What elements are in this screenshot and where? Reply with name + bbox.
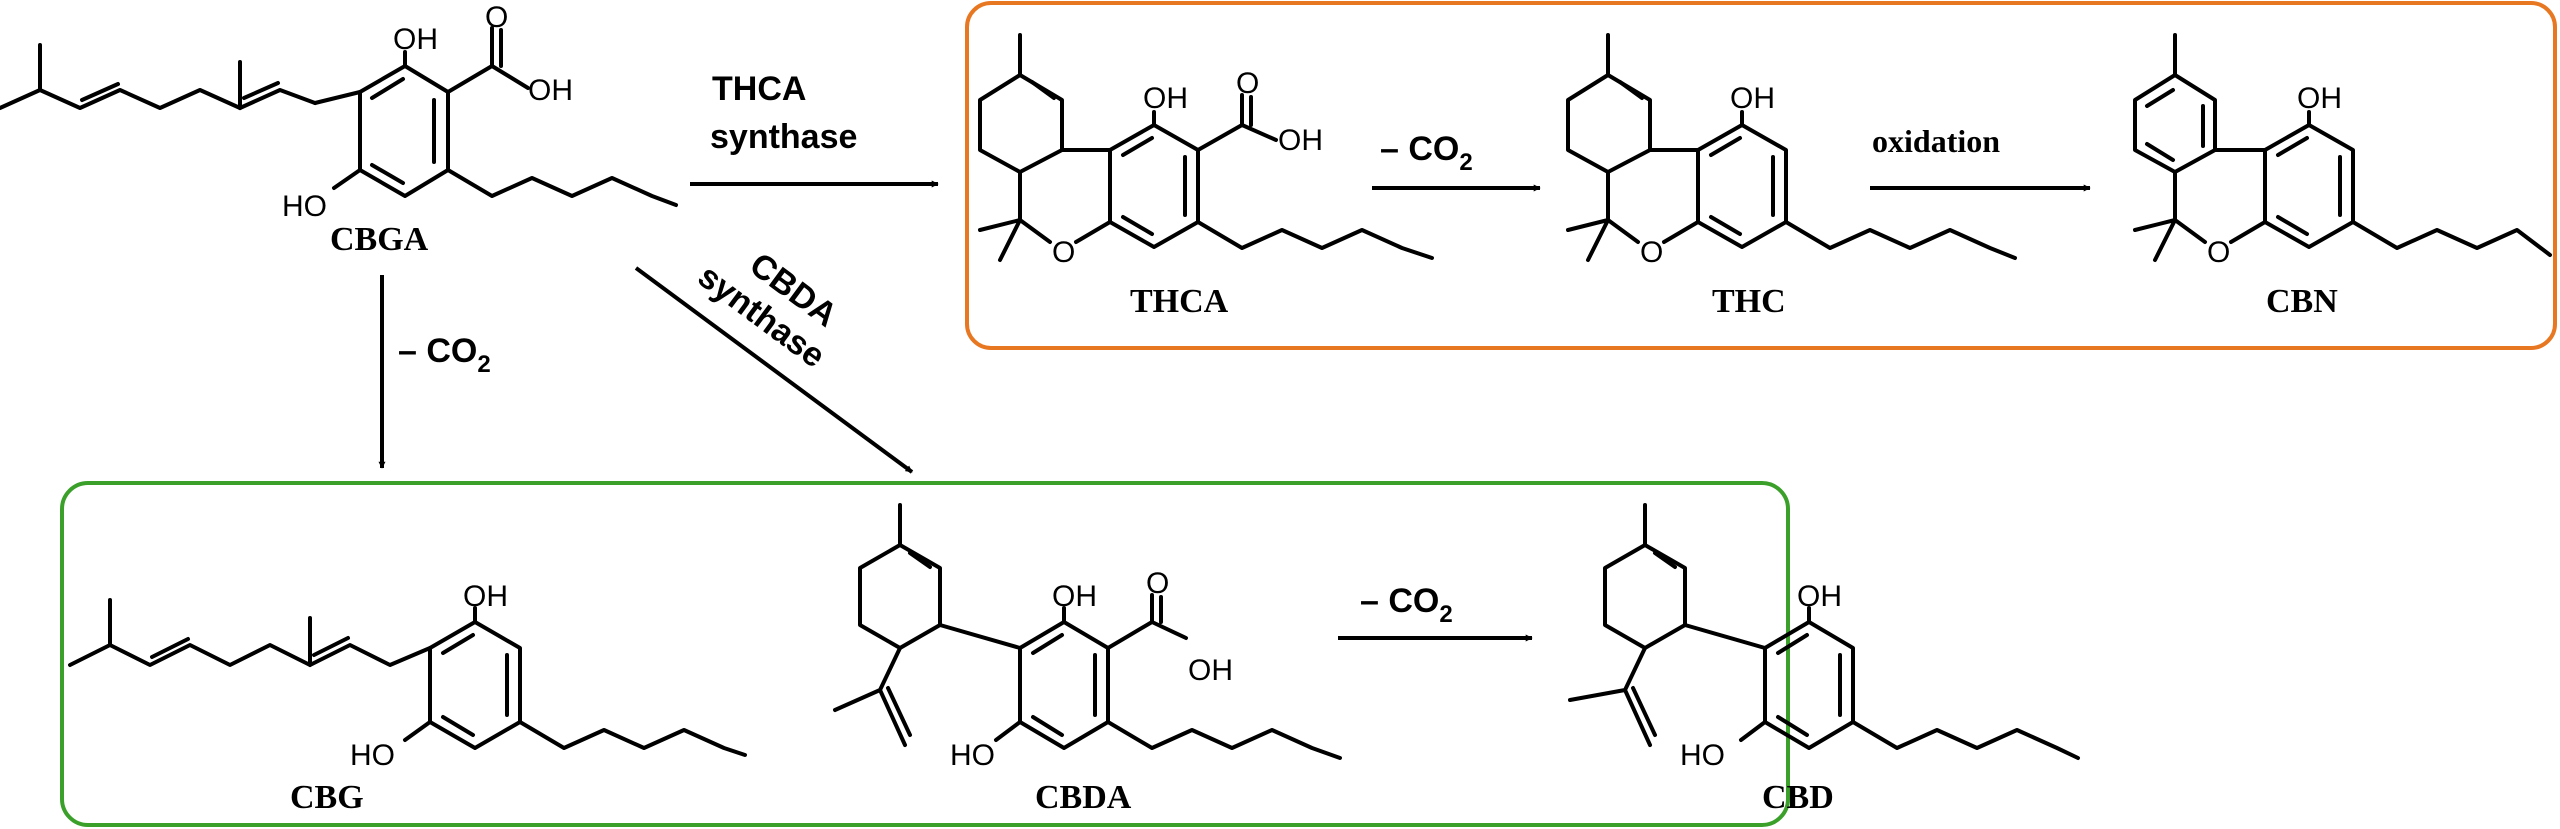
thca-o-ring: O — [1052, 236, 1075, 269]
cbga-oh-top: OH — [393, 23, 438, 56]
cbda-oh: OH — [1052, 580, 1097, 613]
decarb-cbga-label: – CO2 — [398, 332, 491, 378]
cbd-oh: OH — [1797, 580, 1842, 613]
decarb-thca-label: – CO2 — [1380, 130, 1473, 176]
cbga-o-acid: O — [485, 1, 508, 34]
cbd-group-box — [60, 481, 1790, 827]
cbn-o-ring: O — [2207, 236, 2230, 269]
cbg-ho: HO — [350, 739, 395, 772]
cbga-structure — [0, 26, 678, 207]
cbga-label: CBGA — [330, 221, 429, 258]
cbn-label: CBN — [2266, 283, 2338, 320]
thca-synthase-line2: synthase — [710, 118, 857, 156]
cbda-structure — [833, 503, 1342, 760]
thca-oh: OH — [1143, 82, 1188, 115]
thca-o-acid: O — [1236, 67, 1259, 100]
cbda-o-acid: O — [1146, 567, 1169, 600]
cbga-oh-acid: OH — [528, 74, 573, 107]
cbg-oh: OH — [463, 580, 508, 613]
thca-structure — [978, 33, 1434, 262]
cbda-synthase-label: CBDA synthase — [691, 246, 844, 376]
thca-label: THCA — [1130, 283, 1229, 320]
cbd-ho: HO — [1680, 739, 1725, 772]
thc-label: THC — [1712, 283, 1786, 320]
cbg-label: CBG — [290, 779, 364, 816]
thc-structure — [1566, 33, 2017, 262]
thca-synthase-line1: THCA — [712, 70, 806, 108]
arrow-cbga-to-cbda — [634, 266, 914, 474]
cbda-label: CBDA — [1035, 779, 1132, 816]
cbd-structure — [1568, 503, 2080, 760]
cbda-oh-acid: OH — [1188, 654, 1233, 687]
cbga-ho: HO — [282, 190, 327, 223]
decarb-cbda-label: – CO2 — [1360, 582, 1453, 628]
cbg-structure — [68, 598, 747, 757]
thc-o-ring: O — [1640, 236, 1663, 269]
cbn-oh: OH — [2297, 82, 2342, 115]
oxidation-label: oxidation — [1872, 123, 2000, 159]
thc-oh: OH — [1730, 82, 1775, 115]
thc-group-box — [965, 1, 2557, 350]
thca-oh-acid: OH — [1278, 124, 1323, 157]
cbn-structure — [2133, 33, 2552, 262]
cbd-label: CBD — [1762, 779, 1834, 816]
cbda-ho: HO — [950, 739, 995, 772]
